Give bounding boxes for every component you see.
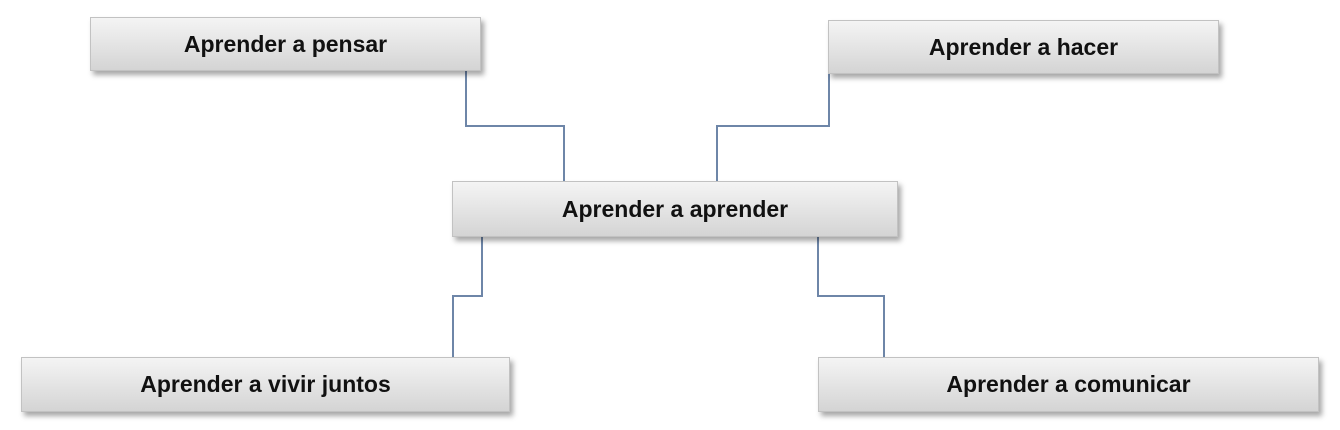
- connector-hacer-to-center: [716, 74, 830, 181]
- node-aprender-a-comunicar: Aprender a comunicar: [818, 357, 1319, 412]
- connector-center-to-vivir: [452, 237, 483, 357]
- connector-center-to-comunicar: [817, 237, 885, 357]
- node-aprender-a-hacer: Aprender a hacer: [828, 20, 1219, 74]
- node-label: Aprender a comunicar: [946, 371, 1191, 397]
- center-node-label: Aprender a aprender: [561, 195, 789, 222]
- node-label: Aprender a pensar: [183, 30, 388, 57]
- node-aprender-a-vivir-juntos: Aprender a vivir juntos: [21, 357, 510, 412]
- node-aprender-a-pensar: Aprender a pensar: [90, 17, 481, 71]
- connector-pensar-to-center: [465, 71, 565, 181]
- node-label: Aprender a vivir juntos: [140, 371, 391, 397]
- node-label: Aprender a hacer: [928, 33, 1119, 60]
- node-aprender-a-aprender: Aprender a aprender: [452, 181, 898, 237]
